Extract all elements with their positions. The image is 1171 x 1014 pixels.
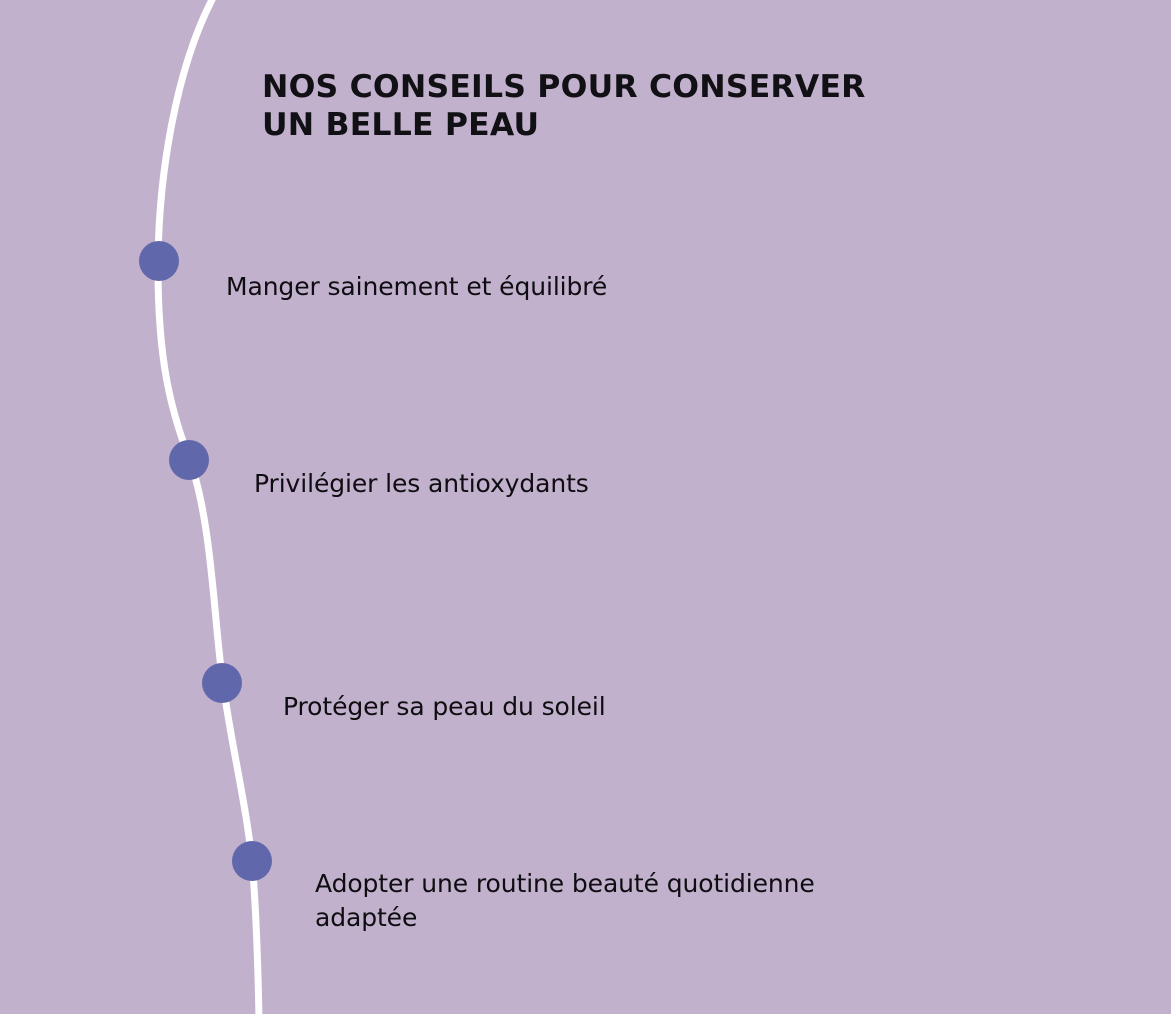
tip-item-4: Adopter une routine beauté quotidienne a… xyxy=(315,869,815,932)
page-title: Nos conseils pour conserver un belle pea… xyxy=(262,69,866,143)
tip-marker-dot-1 xyxy=(139,241,179,281)
tip-item-1: Manger sainement et équilibré xyxy=(226,272,608,301)
tip-marker-dot-4 xyxy=(232,841,272,881)
tip-item-3: Protéger sa peau du soleil xyxy=(283,692,606,721)
tip-marker-dot-2 xyxy=(169,440,209,480)
tip-marker-dot-3 xyxy=(202,663,242,703)
tip-item-2: Privilégier les antioxydants xyxy=(254,469,589,498)
